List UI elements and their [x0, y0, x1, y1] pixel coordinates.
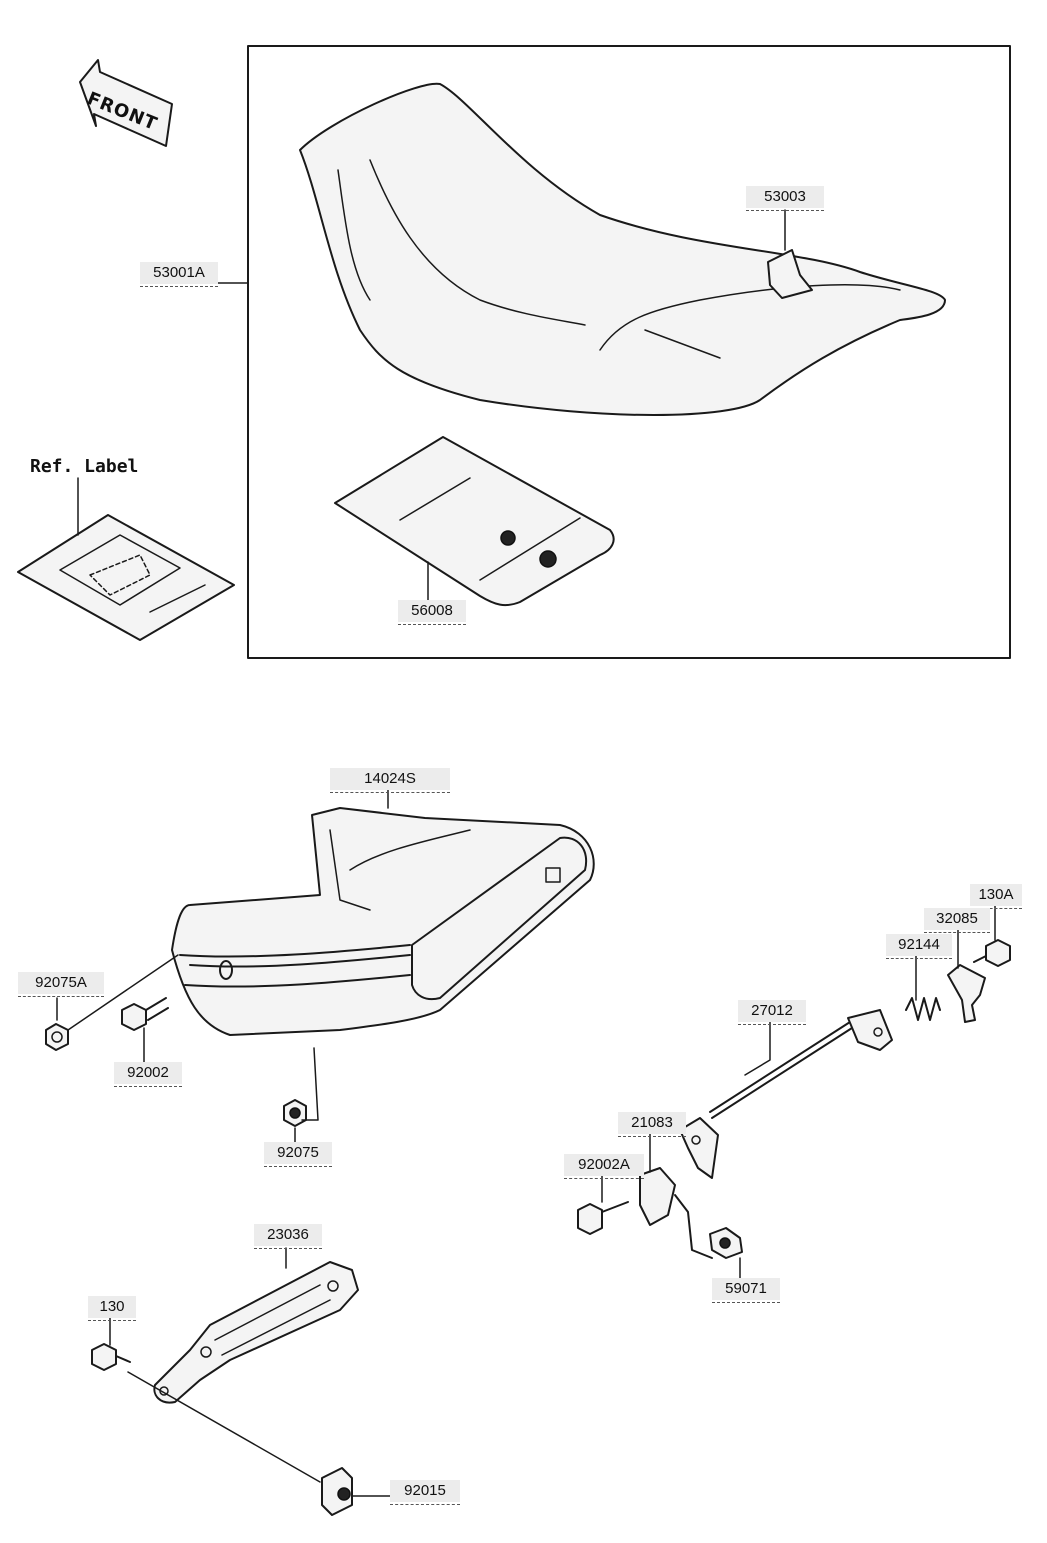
seat-assembly-frame	[247, 45, 1011, 659]
leader-lines	[56, 209, 996, 1497]
part-number-92075: 92075	[264, 1142, 332, 1167]
bolt-92002	[121, 997, 169, 1031]
part-number-21083: 21083	[618, 1112, 686, 1137]
part-number-130A: 130A	[970, 884, 1022, 909]
reference-label-drawing	[17, 514, 235, 641]
seat-drawing	[299, 82, 946, 416]
part-number-59071: 59071	[712, 1278, 780, 1303]
part-number-32085: 32085	[924, 908, 990, 933]
part-number-14024S: 14024S	[330, 768, 450, 793]
owners-manual-drawing	[334, 436, 615, 607]
part-number-130: 130	[88, 1296, 136, 1321]
reference-label-title: Ref. Label	[30, 456, 139, 477]
nut-92075	[283, 1099, 307, 1127]
part-number-53003: 53003	[746, 186, 824, 211]
part-number-92002A: 92002A	[564, 1154, 644, 1179]
part-number-92015: 92015	[390, 1480, 460, 1505]
front-arrow-icon	[79, 59, 173, 147]
bracket-23036-drawing	[153, 1261, 359, 1404]
part-number-56008: 56008	[398, 600, 466, 625]
part-number-23036: 23036	[254, 1224, 322, 1249]
part-number-92002: 92002	[114, 1062, 182, 1087]
tail-cover-drawing	[171, 807, 595, 1036]
clip-nut-92015	[321, 1467, 353, 1516]
part-number-92075A: 92075A	[18, 972, 104, 997]
bolt-130	[91, 1343, 131, 1371]
part-number-53001A: 53001A	[140, 262, 218, 287]
seat-lock-drawing	[577, 939, 1011, 1259]
part-number-27012: 27012	[738, 1000, 806, 1025]
fastener-92075A	[45, 1023, 69, 1051]
part-number-92144: 92144	[886, 934, 952, 959]
